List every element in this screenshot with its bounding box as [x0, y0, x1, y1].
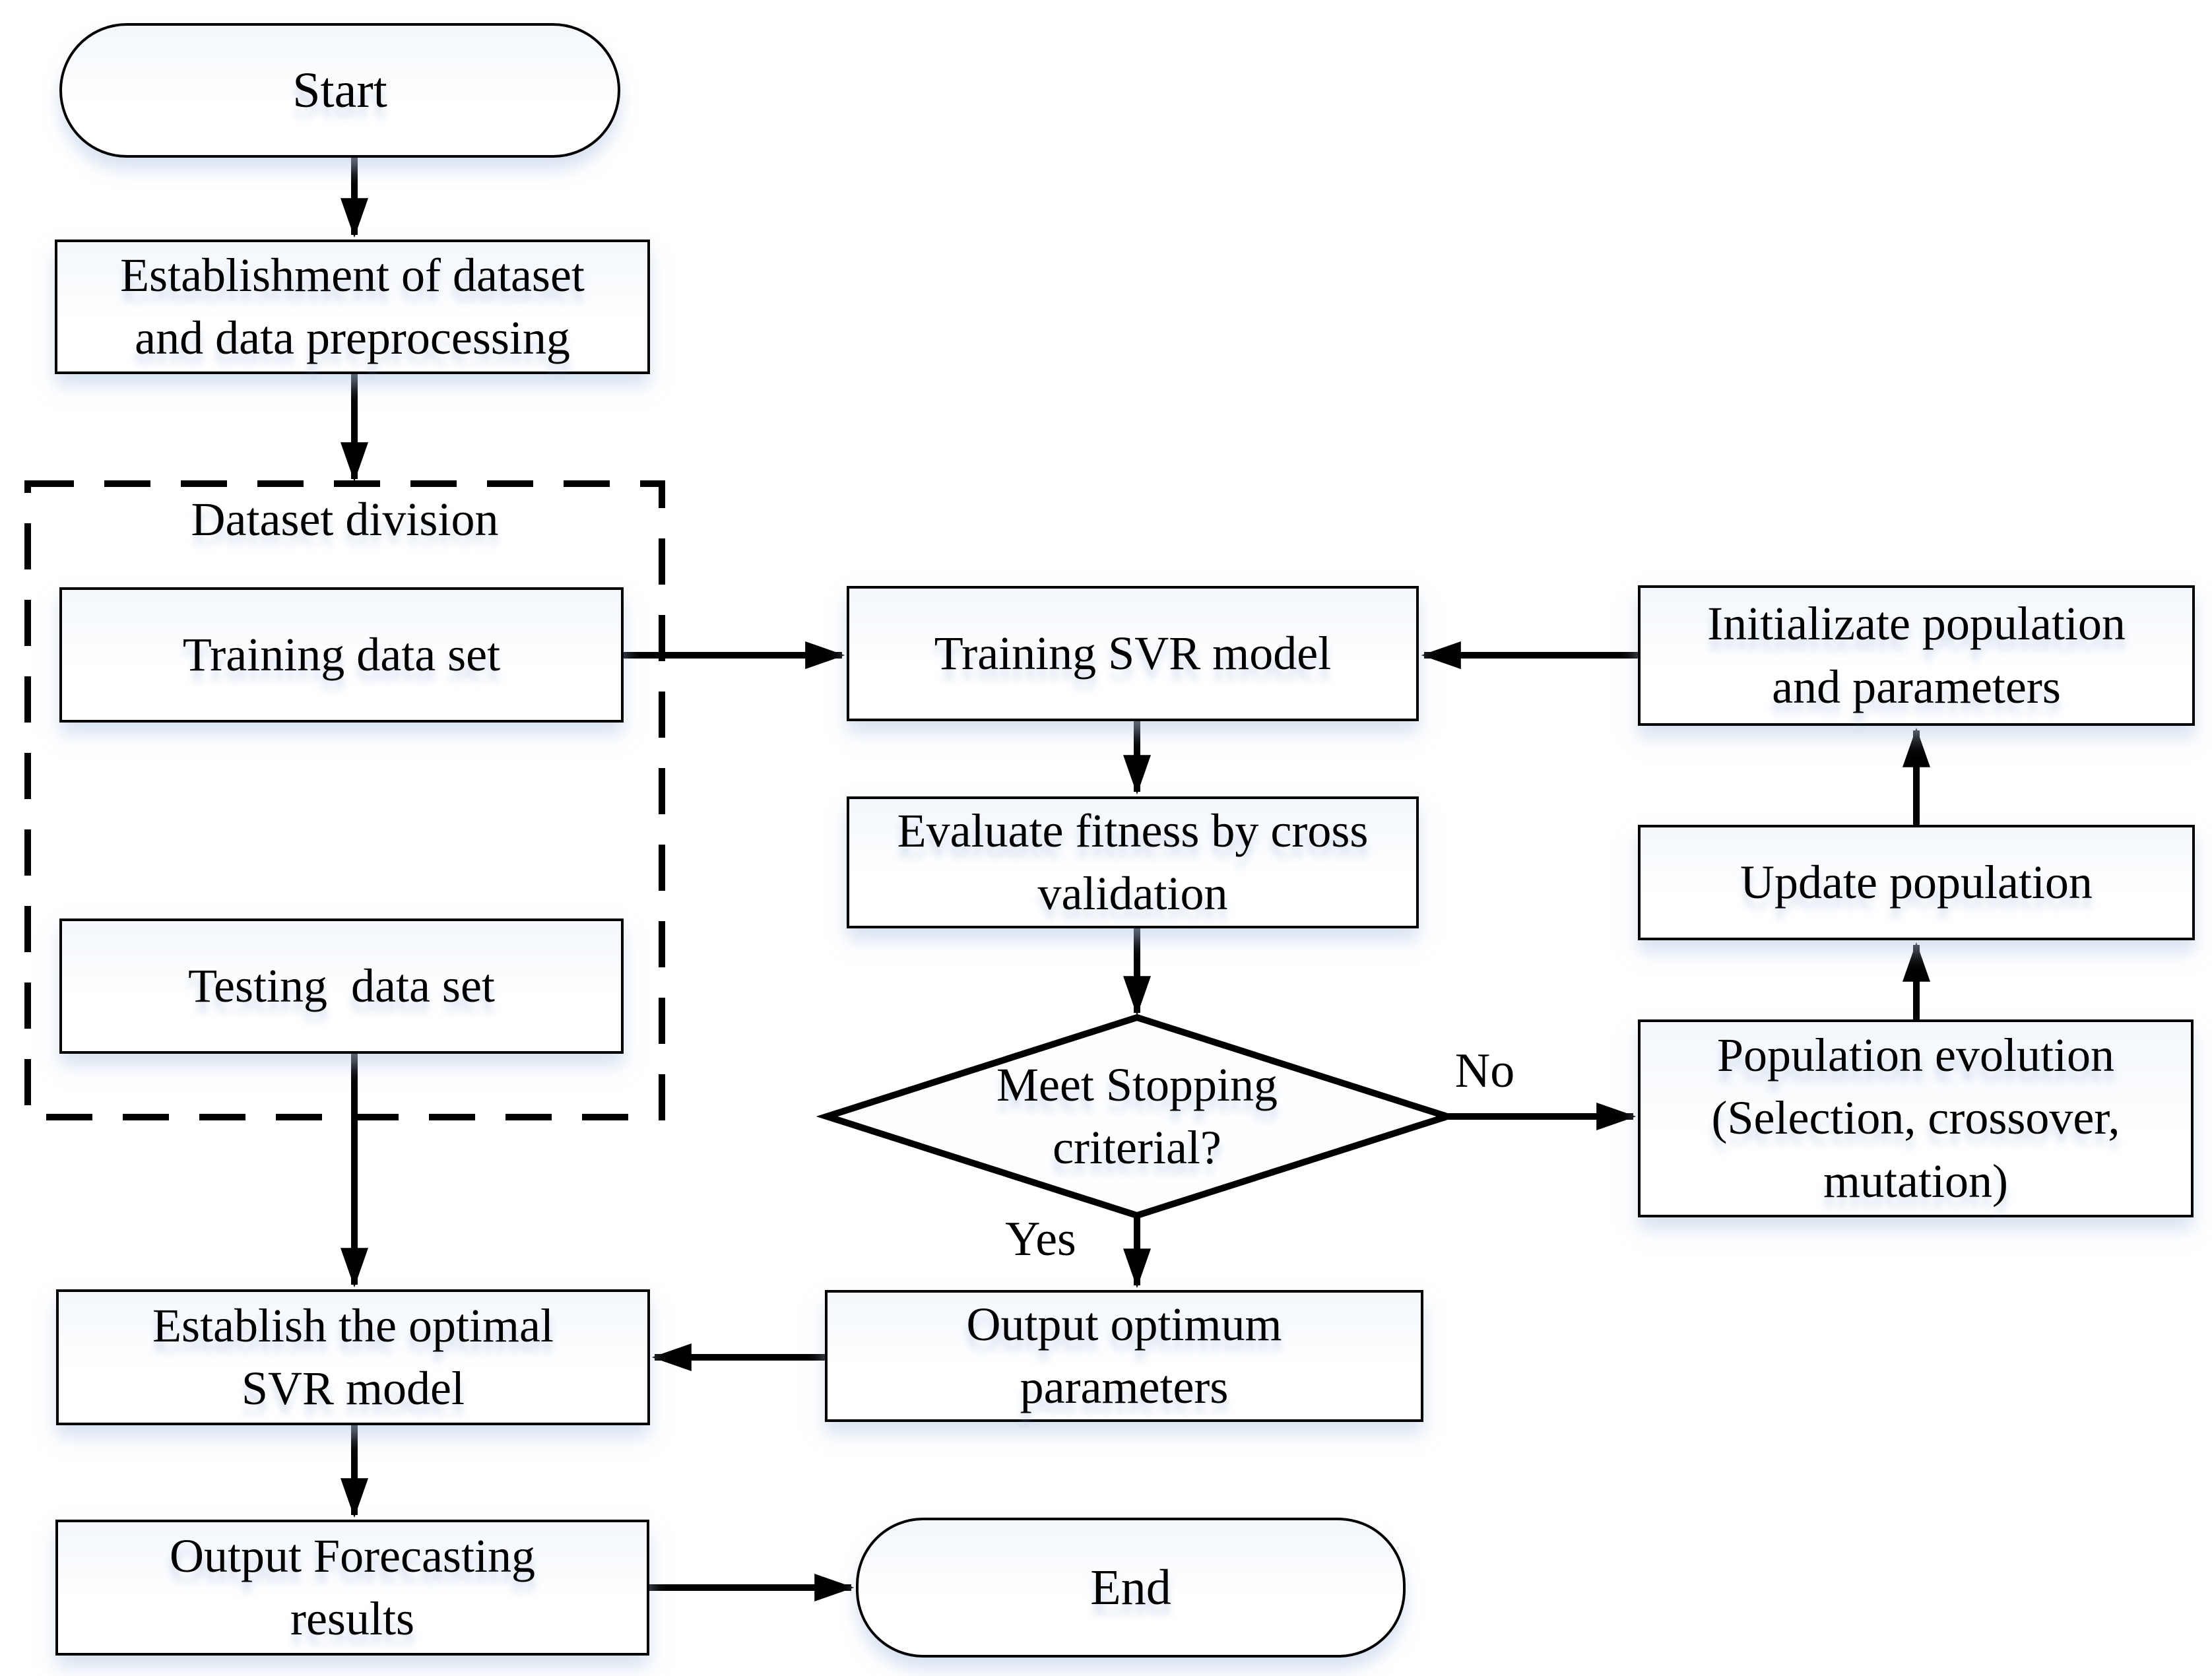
- node-output-forecasting-results: Output Forecasting results: [55, 1520, 649, 1656]
- node-output-optimum-parameters-label: Output optimum parameters: [966, 1297, 1294, 1413]
- node-end-label: End: [1090, 1559, 1171, 1615]
- node-output-optimum-parameters: Output optimum parameters: [825, 1290, 1423, 1422]
- node-start-label: Start: [292, 62, 387, 118]
- edge-label-yes: Yes: [968, 1209, 1113, 1269]
- node-establish-optimal-svr-label: Establish the optimal SVR model: [152, 1299, 566, 1415]
- node-decision: Meet Stopping criterial?: [913, 1037, 1361, 1196]
- node-establishment-label: Establishment of dataset and data prepro…: [120, 248, 597, 364]
- node-update-population: Update population: [1638, 825, 2195, 940]
- edge-label-no-text: No: [1454, 1044, 1515, 1098]
- node-end: End: [856, 1518, 1406, 1658]
- dataset-division-title: Dataset division: [28, 490, 662, 549]
- edge-label-no: No: [1412, 1041, 1557, 1101]
- node-population-evolution-label: Population evolution (Selection, crossov…: [1711, 1029, 2132, 1208]
- node-initialize-population-label: Initializate population and parameters: [1707, 597, 2137, 713]
- node-testing-data-set: Testing data set: [59, 919, 624, 1054]
- node-training-svr-model: Training SVR model: [847, 586, 1419, 721]
- node-output-forecasting-results-label: Output Forecasting results: [170, 1529, 547, 1645]
- dataset-division-dashed-border: [24, 480, 665, 1120]
- dataset-division-label: Dataset division: [191, 492, 499, 546]
- node-decision-label: Meet Stopping criterial?: [996, 1058, 1289, 1174]
- node-establishment: Establishment of dataset and data prepro…: [55, 240, 650, 374]
- node-training-data-set: Training data set: [59, 587, 624, 723]
- node-establish-optimal-svr: Establish the optimal SVR model: [56, 1289, 650, 1425]
- node-evaluate-fitness-label: Evaluate fitness by cross validation: [897, 804, 1381, 920]
- node-initialize-population: Initializate population and parameters: [1638, 585, 2195, 726]
- node-evaluate-fitness: Evaluate fitness by cross validation: [847, 796, 1419, 928]
- node-update-population-label: Update population: [1740, 855, 2093, 909]
- edge-label-yes-text: Yes: [1005, 1212, 1076, 1266]
- node-training-data-set-label: Training data set: [182, 628, 501, 681]
- node-testing-data-set-label: Testing data set: [188, 959, 495, 1012]
- node-start: Start: [59, 23, 620, 158]
- node-population-evolution: Population evolution (Selection, crossov…: [1638, 1019, 2194, 1217]
- node-training-svr-model-label: Training SVR model: [934, 626, 1332, 680]
